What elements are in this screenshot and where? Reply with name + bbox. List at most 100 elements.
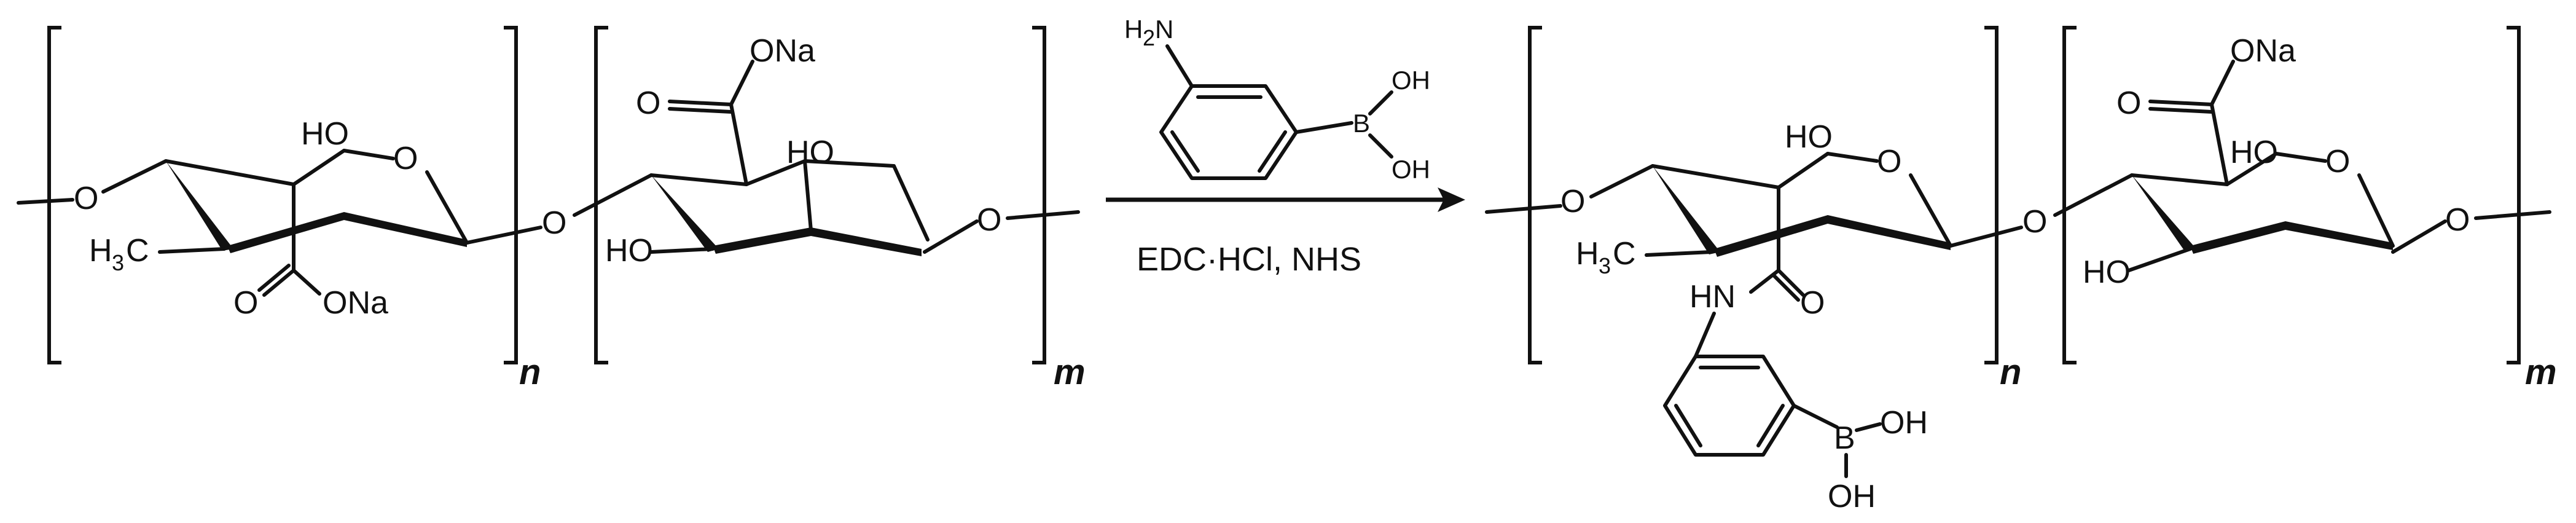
subscript-m: m: [1054, 352, 1086, 392]
hydroxyl-top: HO: [786, 135, 834, 170]
bond: [2148, 107, 2214, 114]
oh-top: OH: [1392, 66, 1430, 95]
bond: [745, 159, 807, 186]
bond: [465, 226, 542, 245]
bracket-m-right: [1032, 26, 1046, 364]
atom-o-right: O: [2445, 202, 2470, 238]
oh-bottom: OH: [1392, 155, 1430, 184]
bond: [649, 247, 714, 254]
bracket-n-left: [47, 26, 61, 364]
wedge-bond: [2190, 221, 2285, 254]
bond: [1368, 90, 1393, 116]
wedge-bond: [227, 212, 344, 253]
bond: [257, 264, 291, 292]
hydroxyl-bottom: HO: [2083, 254, 2131, 290]
subscript-m: m: [2525, 352, 2557, 392]
linker-o: O: [542, 205, 566, 241]
bond: [923, 219, 979, 254]
methyl-c: C: [1613, 236, 1636, 272]
bond: [2210, 60, 2235, 106]
atom-o-left: O: [74, 181, 98, 216]
bond: [1165, 44, 1194, 88]
bond: [573, 173, 653, 217]
bond: [729, 103, 748, 186]
subscript-n: n: [519, 352, 541, 392]
reagent: H 2 N B OH OH: [1124, 15, 1430, 184]
amine-h: H: [1124, 15, 1143, 44]
bond: [1651, 164, 1780, 189]
methyl-sub: 3: [112, 250, 124, 275]
bond: [1294, 121, 1353, 134]
oh-bottom: OH: [1828, 479, 1876, 514]
ona-label: ONa: [750, 33, 815, 69]
bond: [1645, 250, 1713, 257]
bond: [803, 159, 896, 168]
arrow-head: [1438, 187, 1465, 212]
wedge-bond: [1714, 215, 1828, 257]
hydroxyl-bottom: HO: [605, 233, 653, 269]
bond: [1368, 133, 1393, 159]
linker-o: O: [2022, 204, 2047, 240]
hydroxyl: HO: [301, 116, 349, 152]
wedge-bond: [713, 227, 811, 254]
bracket-n-left: [1528, 26, 1542, 364]
bond: [1589, 164, 1654, 199]
product-polymer: n O O HO O HN H 3 C B OH OH O: [1485, 26, 2557, 514]
wedge-bond: [2285, 221, 2393, 250]
bracket-m-left: [2062, 26, 2077, 364]
wedge-bond: [166, 161, 233, 251]
chain-bond: [17, 198, 74, 205]
bond: [2274, 152, 2327, 163]
bond: [1777, 152, 1830, 189]
amide-nh: HN: [1689, 279, 1736, 315]
reaction-arrow: [1106, 187, 1465, 212]
bond: [2210, 103, 2229, 186]
carbonyl-o: O: [233, 285, 258, 321]
bond: [729, 60, 754, 106]
carbonyl-o: O: [2116, 85, 2141, 121]
chain-bond: [1006, 210, 1080, 220]
wedge-bond: [2132, 175, 2196, 252]
bond: [892, 164, 930, 242]
bond: [2127, 247, 2192, 272]
bond: [668, 107, 733, 114]
subscript-n: n: [2000, 352, 2021, 392]
amine-n: N: [1155, 15, 1173, 44]
reactant-polymer: n O O HO O ONa H 3 C O m: [17, 26, 1086, 392]
amine-sub: 2: [1143, 25, 1155, 50]
bond: [2357, 173, 2395, 248]
bond: [1777, 269, 1805, 297]
benzene-ring: [1159, 84, 1298, 180]
bond: [292, 149, 346, 186]
carbonyl-o: O: [636, 85, 660, 121]
methyl-h: H: [89, 233, 112, 269]
bond: [1749, 269, 1780, 294]
bond: [1826, 152, 1879, 163]
bracket-n-right: [1984, 26, 1999, 364]
chain-bond: [2474, 210, 2551, 220]
wedge-bond: [811, 227, 922, 256]
bond: [2053, 173, 2134, 217]
methyl-sub: 3: [1599, 253, 1611, 278]
bond: [292, 269, 321, 296]
bond: [262, 269, 296, 297]
bracket-m-left: [594, 26, 608, 364]
ona-label: ONa: [2230, 33, 2296, 69]
bond: [2148, 100, 2214, 106]
bond: [1258, 130, 1287, 173]
ona-label: ONa: [323, 285, 388, 321]
ring-oxygen: O: [393, 141, 418, 176]
bond: [649, 173, 748, 186]
benzene-ring: [1663, 355, 1796, 457]
methyl-h: H: [1576, 236, 1599, 272]
ring-oxygen: O: [2325, 144, 2350, 179]
bracket-m-right: [2507, 26, 2521, 364]
bond: [2391, 219, 2447, 254]
bond: [1694, 312, 1716, 358]
bond: [1674, 404, 1702, 447]
oh-top: OH: [1880, 405, 1928, 441]
bond: [1772, 273, 1800, 302]
bond: [164, 159, 296, 186]
ring-oxygen: O: [1877, 144, 1901, 179]
